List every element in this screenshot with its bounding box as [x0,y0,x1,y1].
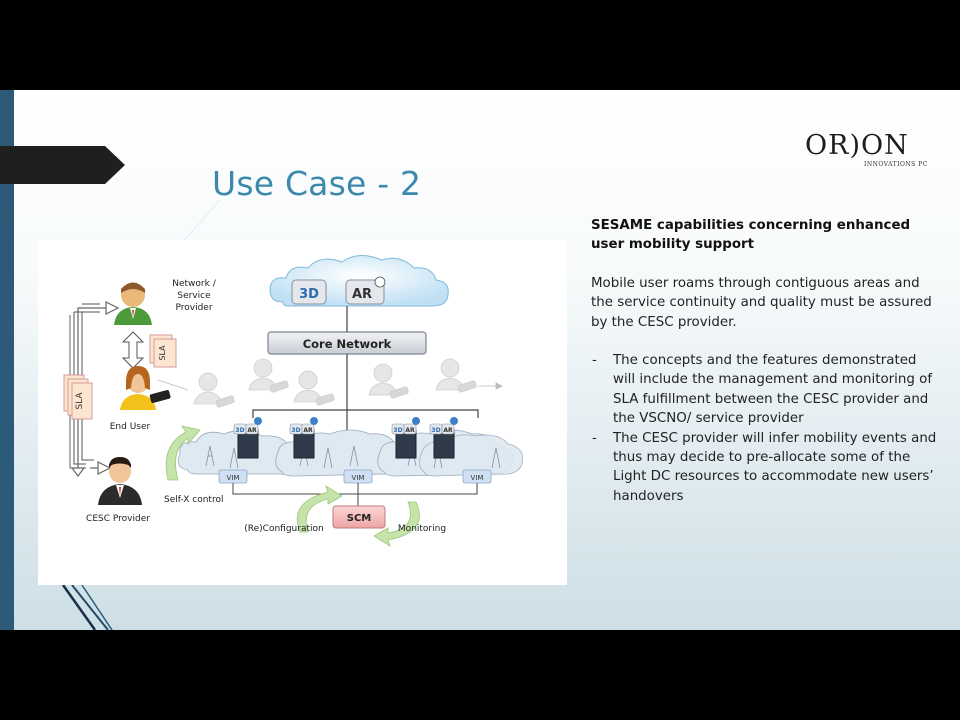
svg-text:3D: 3D [431,427,440,434]
slide: Use Case - 2 OR)ON INNOVATIONS PC [0,90,960,630]
end-user-avatar [120,366,171,410]
user-movement-arrows [157,379,503,391]
3d-service-icon: 3D [291,279,327,305]
cesc-provider-avatar [98,457,142,505]
svg-text:3D: 3D [291,427,300,434]
light-dc-servers: 3D AR 3D AR 3D [233,417,458,459]
slide-title: Use Case - 2 [212,164,422,204]
vim-box-center: VIM [343,469,373,484]
svg-text:Service: Service [177,291,211,301]
architecture-diagram: Network / Service Provider SLA SLA [38,240,567,585]
self-x-control-label: Self-X control [164,495,223,505]
bullet-list: - The concepts and the features demonstr… [591,351,941,506]
svg-text:3D: 3D [235,427,244,434]
section-heading: SESAME capabilities concerning enhanced … [591,218,911,253]
bullet-dash: - [592,353,597,369]
bullet-dash: - [592,430,597,446]
bullet-item: - The concepts and the features demonstr… [591,351,941,429]
content-text: SESAME capabilities concerning enhanced … [591,216,941,506]
core-network-box: Core Network [267,331,427,355]
svg-text:SLA: SLA [158,345,167,361]
svg-text:VIM: VIM [471,474,484,482]
ar-service-icon: AR [345,276,386,305]
svg-text:AR: AR [303,427,313,434]
monitoring-label: Monitoring [398,524,446,534]
svg-text:VIM: VIM [352,474,365,482]
reconfiguration-label: (Re)Configuration [244,524,323,534]
mobile-users-silhouettes [193,358,477,408]
svg-text:SLA: SLA [75,392,85,410]
cesc-provider-label: CESC Provider [86,514,150,524]
network-provider-avatar [114,282,152,325]
svg-text:3D: 3D [299,287,319,302]
end-user-label: End User [110,422,151,432]
svg-text:Provider: Provider [175,303,212,313]
provider-user-double-arrow [121,331,145,369]
svg-text:AR: AR [443,427,453,434]
bullet-item: - The CESC provider will infer mobility … [591,429,941,507]
orion-logo: OR)ON INNOVATIONS PC [803,130,927,174]
vim-links [232,483,478,506]
left-accent-strip [0,90,14,630]
svg-text:AR: AR [405,427,415,434]
scm-box: SCM [332,505,386,529]
logo-wordmark: OR)ON [805,130,909,161]
vim-box-left: VIM [218,469,248,484]
logo-subtitle: INNOVATIONS PC [864,161,928,168]
title-arrow-tab [0,146,125,184]
self-x-control-arrow [165,425,201,481]
svg-text:3D: 3D [393,427,402,434]
sla-document-small: SLA [149,334,177,368]
sla-document-large: SLA [63,374,93,420]
bullet-text: The concepts and the features demonstrat… [613,353,933,427]
svg-text:Network /: Network / [172,279,216,289]
svg-text:SCM: SCM [347,513,372,524]
core-distribution-lines [252,409,479,418]
bracket-outline [73,303,100,465]
vim-box-right: VIM [462,469,492,484]
svg-text:AR: AR [247,427,257,434]
edge-clouds [177,429,524,477]
intro-paragraph: Mobile user roams through contiguous are… [591,275,932,330]
svg-text:VIM: VIM [227,474,240,482]
svg-text:Core Network: Core Network [303,337,392,351]
svg-text:AR: AR [352,287,372,302]
network-service-provider-label: Network / Service Provider [172,279,216,313]
antenna-towers [205,445,501,469]
reconfiguration-monitoring-loop [296,485,420,547]
sla-bracket-arrows [69,301,120,477]
bullet-text: The CESC provider will infer mobility ev… [613,430,937,504]
